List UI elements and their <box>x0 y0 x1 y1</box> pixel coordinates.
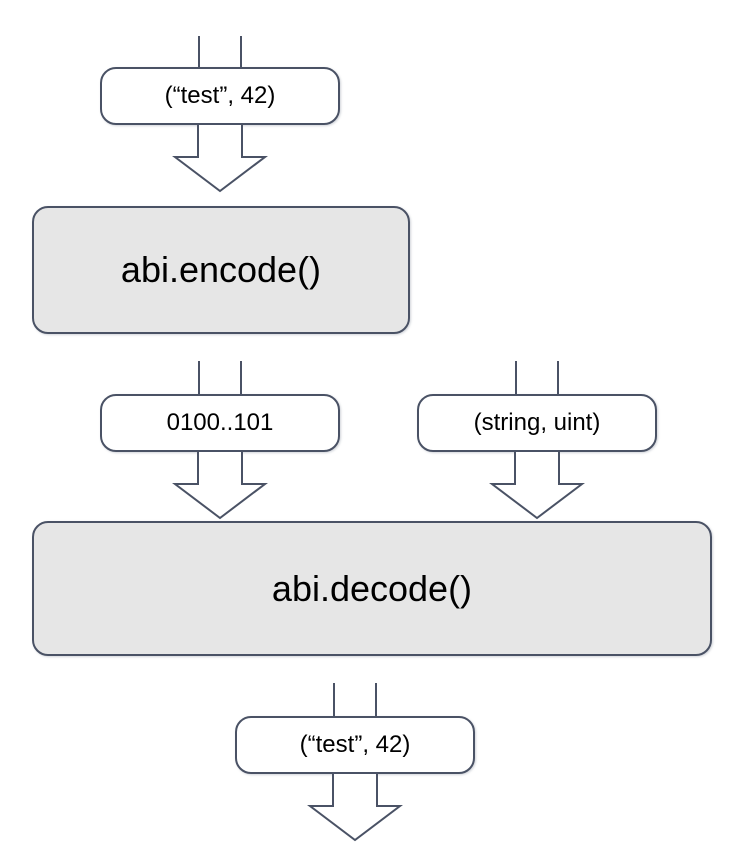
arrow-input-to-encode <box>172 125 268 193</box>
node-encoded-bytes[interactable]: 0100..101 <box>100 394 340 452</box>
node-abi-decode-label: abi.decode() <box>271 567 473 609</box>
arrow-types-to-decode <box>489 452 585 520</box>
shaft-into-type-tuple <box>515 361 559 397</box>
node-encoded-bytes-label: 0100..101 <box>166 408 274 436</box>
shaft-decode-to-output <box>333 683 377 719</box>
node-type-tuple[interactable]: (string, uint) <box>417 394 657 452</box>
arrow-bytes-to-decode <box>172 452 268 520</box>
arrow-output-downward <box>307 774 403 842</box>
shaft-encode-to-bytes <box>198 361 242 397</box>
node-output-tuple[interactable]: (“test”, 42) <box>235 716 475 774</box>
node-abi-decode[interactable]: abi.decode() <box>32 521 712 656</box>
node-abi-encode-label: abi.encode() <box>120 249 322 291</box>
node-type-tuple-label: (string, uint) <box>473 408 601 436</box>
node-output-tuple-label: (“test”, 42) <box>299 730 411 758</box>
node-abi-encode[interactable]: abi.encode() <box>32 206 410 334</box>
node-input-tuple[interactable]: (“test”, 42) <box>100 67 340 125</box>
node-input-tuple-label: (“test”, 42) <box>164 81 276 109</box>
